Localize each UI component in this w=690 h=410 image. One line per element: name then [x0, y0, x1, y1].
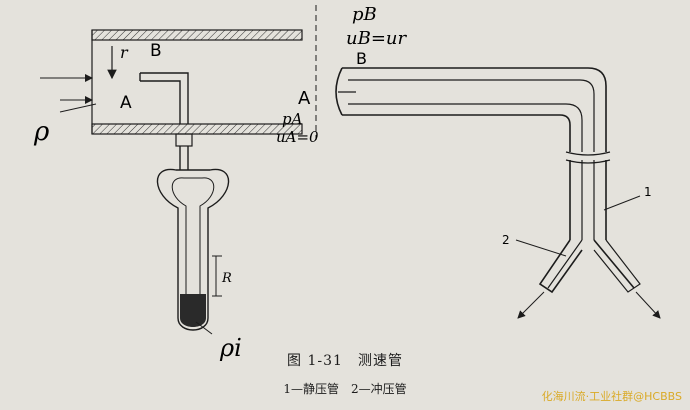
- label-uB: uB=ur: [346, 28, 407, 49]
- label-R: R: [221, 271, 232, 286]
- right-arrows: [515, 195, 661, 319]
- label-A-left: A: [120, 93, 132, 113]
- callout-2: 2: [502, 233, 510, 247]
- label-uA: uA=0: [276, 128, 319, 146]
- rho-i-leader: [195, 321, 213, 335]
- label-B-right: B: [356, 49, 367, 68]
- label-r: r: [120, 43, 129, 62]
- right-probe: [335, 67, 641, 294]
- rho-leader: [59, 103, 97, 113]
- callout-1: 1: [644, 185, 652, 199]
- manometer: [156, 168, 230, 331]
- figure-caption: 图 1-31 测速管: [287, 353, 403, 369]
- flow-arrows: [40, 46, 117, 104]
- label-pB: pB: [352, 4, 377, 25]
- label-A-right: A: [298, 88, 311, 109]
- watermark: 化海川流·工业社群@HCBBS: [541, 390, 682, 403]
- label-pA: pA: [282, 110, 303, 128]
- label-rho-i: ρi: [219, 334, 242, 362]
- left-pipe: [91, 29, 303, 135]
- label-rho: ρ: [33, 117, 50, 147]
- left-probe: [139, 72, 193, 170]
- label-B-left: B: [150, 41, 162, 61]
- figure-legend: 1—静压管 2—冲压管: [283, 382, 407, 396]
